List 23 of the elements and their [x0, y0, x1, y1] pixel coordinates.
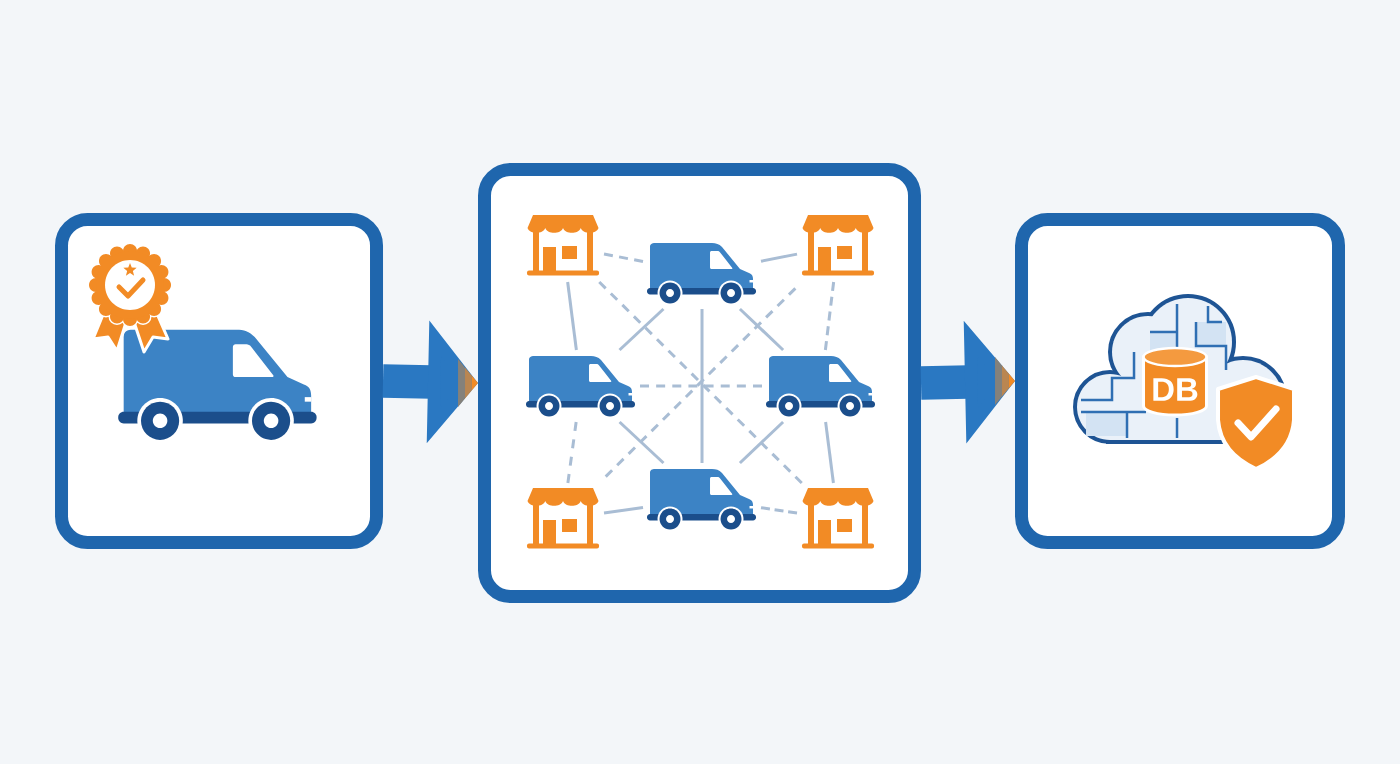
store-icon — [802, 488, 874, 549]
connector-line — [618, 307, 665, 352]
van-icon — [647, 243, 756, 306]
connector-line — [824, 421, 835, 484]
van-icon — [526, 356, 635, 419]
database-cylinder: DB — [1142, 346, 1208, 417]
connector-line — [760, 506, 798, 515]
connector-line — [760, 252, 798, 263]
connector-line — [738, 307, 785, 352]
connector-line — [618, 420, 665, 465]
connector-line — [566, 281, 578, 351]
connector-line — [566, 421, 578, 484]
connector-line — [640, 384, 762, 388]
store-icon — [527, 215, 599, 276]
connector-line — [823, 281, 836, 351]
van-icon — [647, 469, 756, 532]
connector-line — [700, 309, 704, 463]
connector-line — [603, 252, 644, 263]
van-icon — [766, 356, 875, 419]
store-icon — [802, 215, 874, 276]
connector-line — [603, 506, 644, 515]
connector-line — [738, 420, 785, 465]
store-icon — [527, 488, 599, 549]
